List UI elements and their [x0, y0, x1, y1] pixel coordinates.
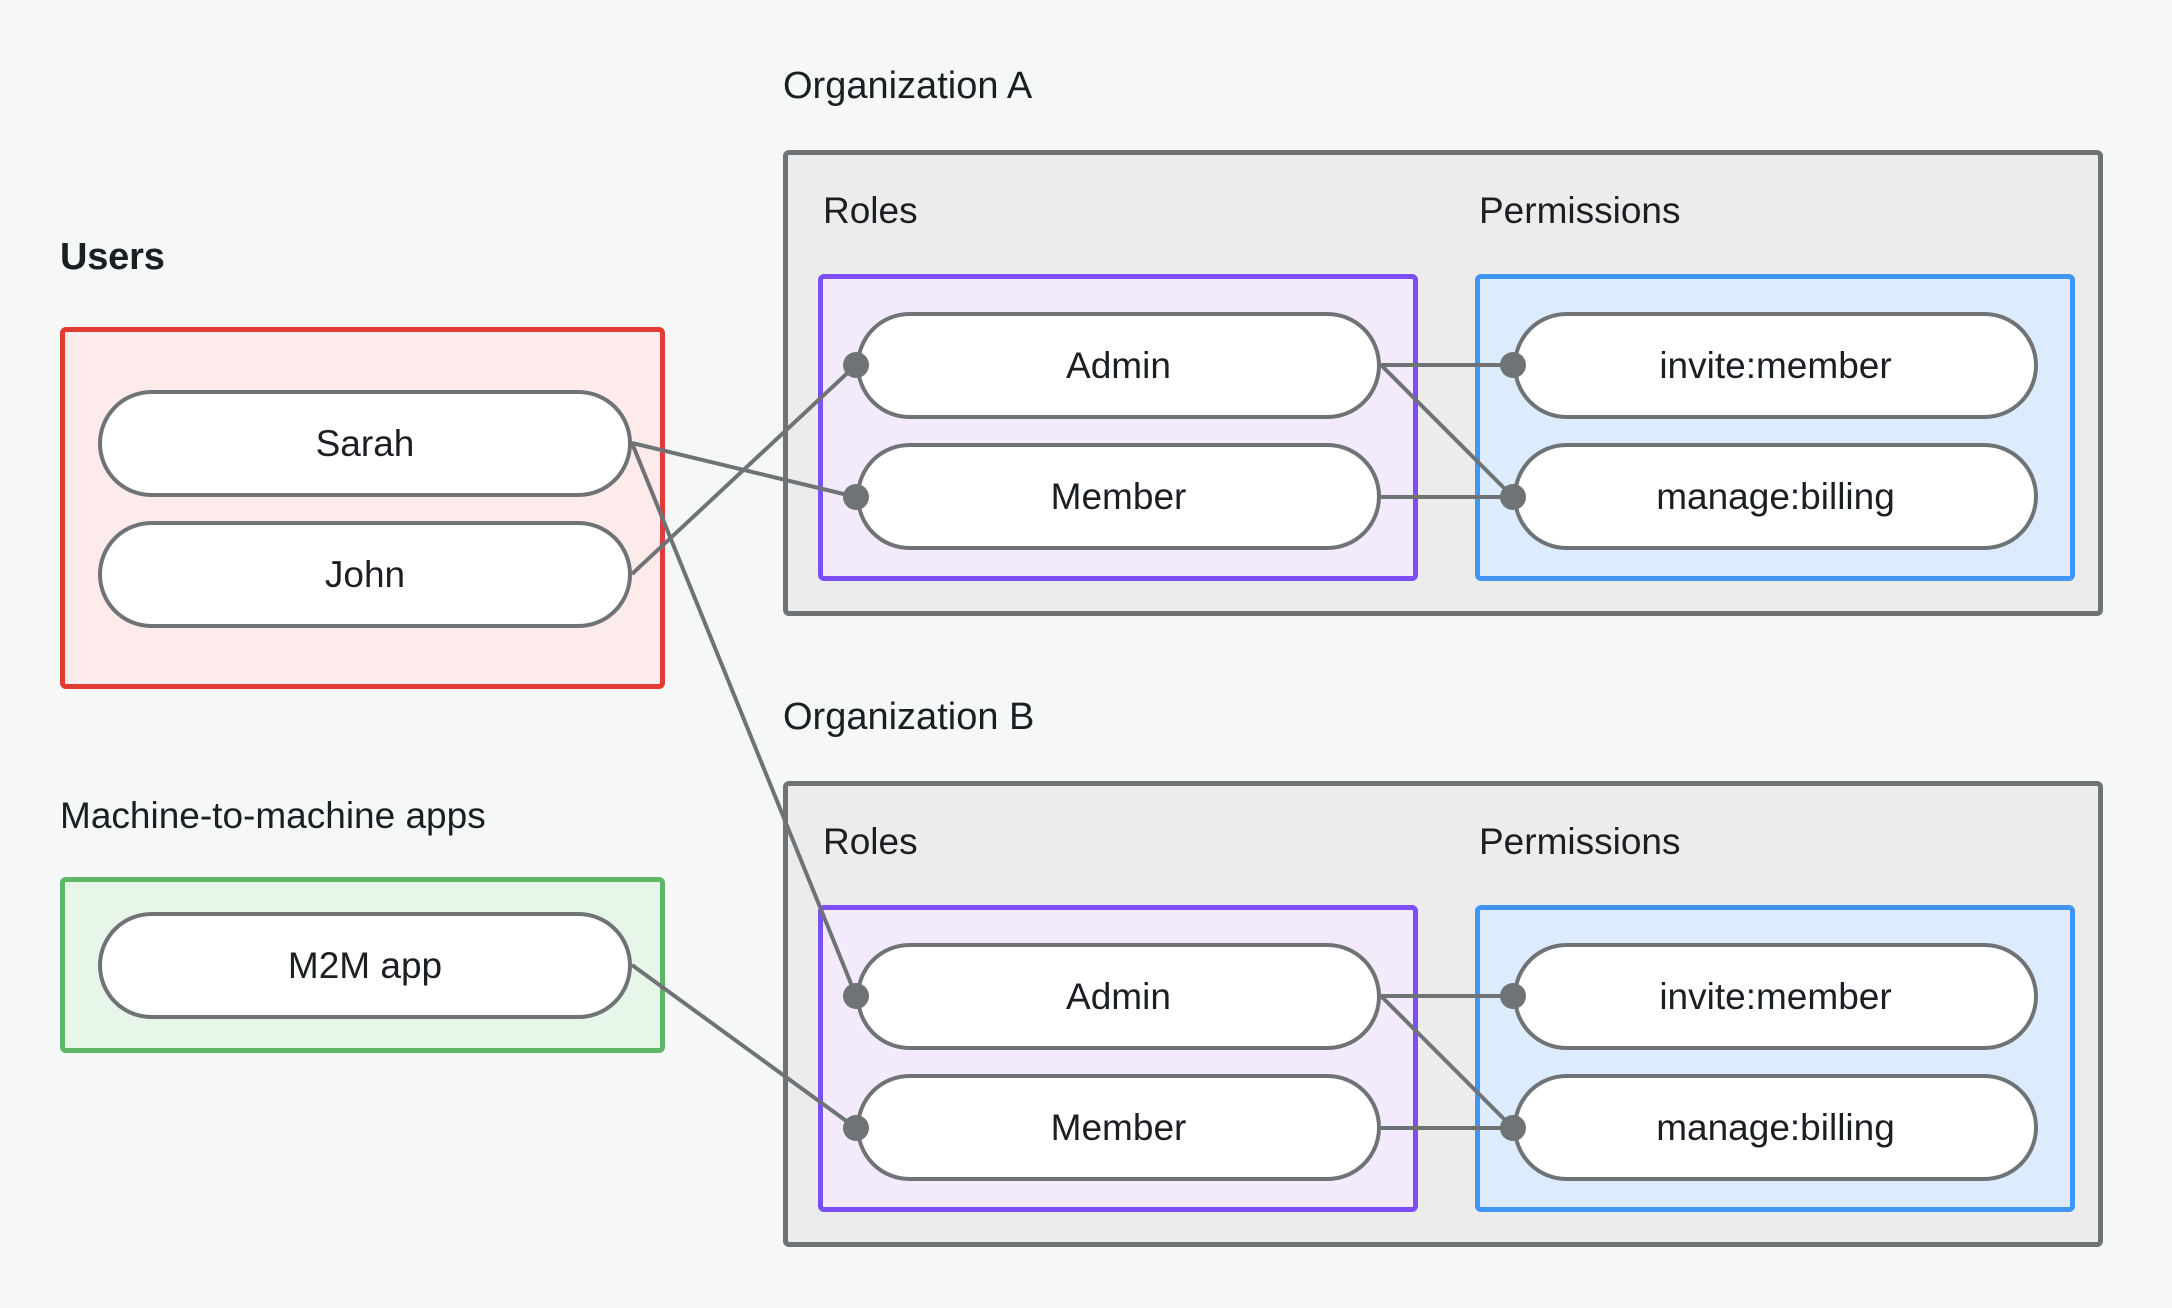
organization-b-permission-manage-billing[interactable]: manage:billing [1513, 1074, 2038, 1181]
node-m2m-app[interactable]: M2M app [98, 912, 632, 1019]
organization-a-permissions-label: Permissions [1479, 190, 1681, 231]
m2m-caption: Machine-to-machine apps [60, 795, 486, 836]
organization-a-permission-manage-billing[interactable]: manage:billing [1513, 443, 2038, 550]
organization-a-permission-invite-member[interactable]: invite:member [1513, 312, 2038, 419]
organization-a-role-member[interactable]: Member [856, 443, 1381, 550]
organization-b-role-member[interactable]: Member [856, 1074, 1381, 1181]
organization-b-permission-invite-member[interactable]: invite:member [1513, 943, 2038, 1050]
users-caption: Users [60, 236, 165, 278]
organization-b-role-admin[interactable]: Admin [856, 943, 1381, 1050]
node-user-john[interactable]: John [98, 521, 632, 628]
users-group-box [60, 327, 665, 689]
organization-b-roles-label: Roles [823, 821, 918, 862]
organization-a-role-admin[interactable]: Admin [856, 312, 1381, 419]
node-user-sarah[interactable]: Sarah [98, 390, 632, 497]
organization-b-permissions-label: Permissions [1479, 821, 1681, 862]
organization-b-title: Organization B [783, 696, 1035, 738]
organization-a-roles-label: Roles [823, 190, 918, 231]
organization-a-title: Organization A [783, 65, 1033, 107]
